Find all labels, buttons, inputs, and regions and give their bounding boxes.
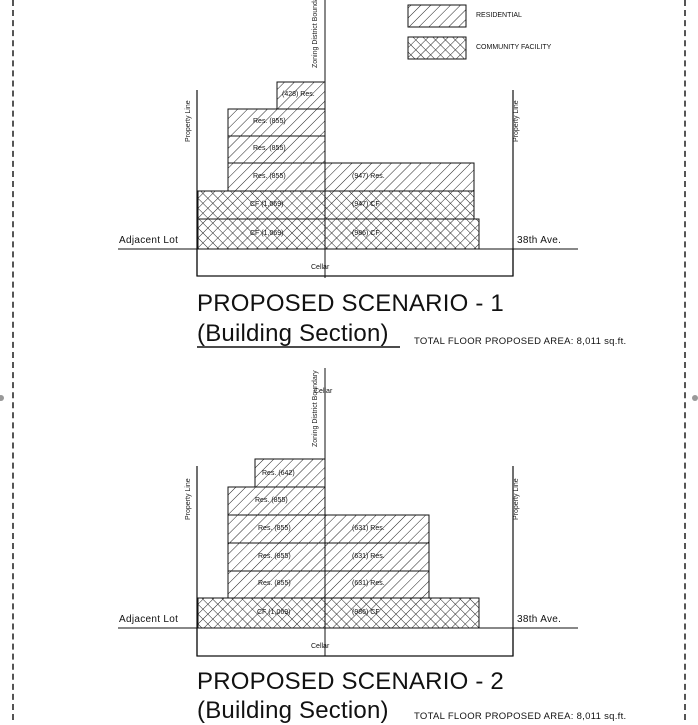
s2-adjacent-lot-label: Adjacent Lot [119, 614, 179, 625]
s2-label-res-855-d: Res. (855) [258, 580, 291, 587]
s2-title: PROPOSED SCENARIO - 2 [197, 668, 504, 695]
s2-block-res-631-c [324, 570, 430, 599]
s1-block-cf-1069-a [197, 190, 326, 220]
s2-cellar-label: Cellar [311, 643, 330, 650]
s2-property-line-right-label: Property Line [513, 478, 520, 520]
s1-cellar-label: Cellar [311, 264, 330, 271]
s2-zoning-boundary-label: Zoning District Boundary [312, 370, 319, 447]
right-border-line [684, 0, 686, 720]
s2-avenue-label: 38th Ave. [517, 614, 562, 625]
s1-title: PROPOSED SCENARIO - 1 [197, 290, 504, 317]
s1-label-cf-947: (947) CF [352, 201, 380, 208]
s1-zoning-boundary-label: Zoning District Boundary [312, 0, 319, 68]
s2-block-res-855-d [227, 570, 326, 599]
s2-label-res-855-c: Res. (855) [258, 553, 291, 560]
s2-label-res-631-b: (631) Res. [352, 553, 385, 560]
s1-label-res-855-b: Res. (855) [253, 145, 286, 152]
s1-cellar-outline [196, 249, 514, 277]
s1-subtitle: (Building Section) [197, 320, 389, 347]
left-border-line [12, 0, 14, 720]
s1-label-res-855-c: Res. (855) [253, 173, 286, 180]
s2-label-res-855-a: Res. (855) [255, 497, 288, 504]
s1-block-res-428 [276, 81, 326, 110]
s2-block-res-642 [254, 458, 326, 488]
s2-block-res-855-b [227, 514, 326, 544]
s2-label-res-631-c: (631) Res. [352, 580, 385, 587]
s2-block-cf-986 [324, 597, 480, 629]
s1-property-line-right-label: Property Line [513, 100, 520, 142]
s1-label-cf-1069-b: CF (1,069) [250, 230, 284, 237]
legend-community-swatch [407, 36, 467, 60]
s2-label-cf-986: (986) CF [352, 609, 380, 616]
s2-label-res-855-b: Res. (855) [258, 525, 291, 532]
s2-subtitle: (Building Section) [197, 697, 389, 724]
s2-block-res-855-c [227, 542, 326, 572]
legend-community-label: COMMUNITY FACILITY [476, 44, 552, 51]
s2-label-cf-1069: CF (1,069) [257, 609, 291, 616]
s2-cellar-top-label: Cellar [314, 388, 333, 395]
s2-total-area: TOTAL FLOOR PROPOSED AREA: 8,011 sq.ft. [414, 711, 627, 722]
s1-avenue-label: 38th Ave. [517, 235, 562, 246]
s1-label-res-428: (428) Res. [282, 91, 315, 98]
legend-residential-swatch [407, 4, 467, 28]
s1-adjacent-lot-label: Adjacent Lot [119, 235, 179, 246]
s2-block-res-631-b [324, 542, 430, 572]
s2-label-res-642: Res. (642) [262, 470, 295, 477]
s1-label-res-855-a: Res. (855) [253, 118, 286, 125]
s1-label-cf-1069-a: CF (1,069) [250, 201, 284, 208]
s1-property-line-left-label: Property Line [185, 100, 192, 142]
right-edge-handle [692, 395, 698, 401]
s1-label-res-947: (947) Res. [352, 173, 385, 180]
legend-residential-label: RESIDENTIAL [476, 12, 522, 19]
s1-total-area: TOTAL FLOOR PROPOSED AREA: 8,011 sq.ft. [414, 336, 627, 347]
s1-block-cf-986 [324, 218, 480, 250]
s1-label-cf-986: (986) CF [352, 230, 380, 237]
s1-block-res-947 [324, 162, 475, 192]
s2-property-line-left-label: Property Line [185, 478, 192, 520]
s1-block-cf-947 [324, 190, 475, 220]
s2-block-res-631-a [324, 514, 430, 544]
s2-label-res-631-a: (631) Res. [352, 525, 385, 532]
left-edge-handle [0, 395, 4, 401]
s2-cellar-outline [196, 628, 514, 657]
